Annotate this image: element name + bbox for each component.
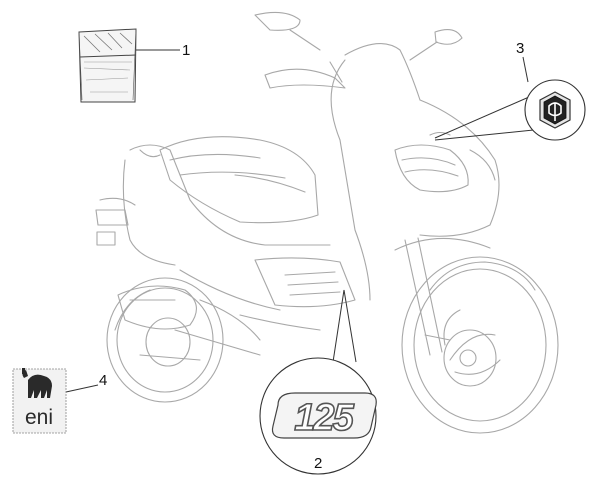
badge-number-text: 125 <box>294 397 354 439</box>
callout-1: 1 <box>182 42 190 59</box>
eni-dog-logo <box>22 368 52 398</box>
eni-decal-text: eni <box>25 406 53 429</box>
callout-2: 2 <box>314 455 322 472</box>
front-shield <box>330 43 500 301</box>
callout-3: 3 <box>516 40 524 57</box>
leader-line-2b <box>343 289 357 363</box>
part-4-eni-decal: eni <box>12 368 67 434</box>
front-wheel <box>401 256 559 434</box>
handlebar-and-mirrors <box>254 11 463 89</box>
scooter-drawing <box>95 11 559 434</box>
front-fork <box>394 237 491 356</box>
callout-4: 4 <box>99 372 107 389</box>
leader-line-4 <box>65 384 99 393</box>
part-3-brand-emblem <box>524 79 586 141</box>
part-2-displacement-badge: 125 <box>259 357 377 475</box>
body-and-seat <box>95 136 331 266</box>
leader-line-2a <box>332 289 345 363</box>
part-1-manual-pouch <box>78 28 137 103</box>
leader-line-3a <box>434 89 546 139</box>
rear-wheel <box>106 277 224 403</box>
engine-and-exhaust <box>117 257 356 361</box>
leader-line-3-num <box>522 56 529 83</box>
callout-numbers: 1 2 3 4 <box>99 40 524 472</box>
